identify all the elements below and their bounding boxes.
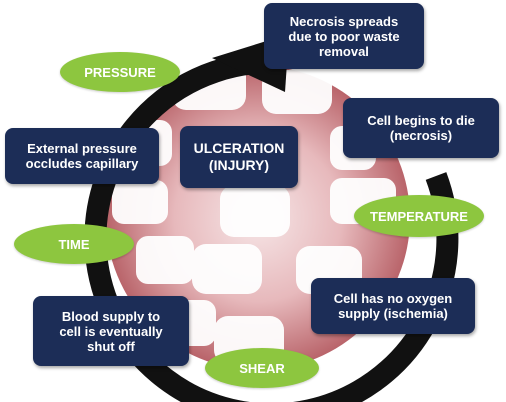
center-ulceration-box: ULCERATION (INJURY) — [180, 126, 298, 188]
factor-temperature: TEMPERATURE — [354, 195, 484, 237]
factor-shear: SHEAR — [205, 348, 319, 388]
factor-pressure: PRESSURE — [60, 52, 180, 92]
step-blood-supply-shut-off: Blood supply to cell is eventually shut … — [33, 296, 189, 366]
step-cell-begins-to-die: Cell begins to die (necrosis) — [343, 98, 499, 158]
step-no-oxygen-ischemia: Cell has no oxygen supply (ischemia) — [311, 278, 475, 334]
step-necrosis-spreads: Necrosis spreads due to poor waste remov… — [264, 3, 424, 69]
factor-time: TIME — [14, 224, 134, 264]
cell — [112, 180, 168, 224]
step-external-pressure: External pressure occludes capillary — [5, 128, 159, 184]
cell — [192, 244, 262, 294]
cell — [136, 236, 194, 284]
cell — [220, 185, 290, 237]
